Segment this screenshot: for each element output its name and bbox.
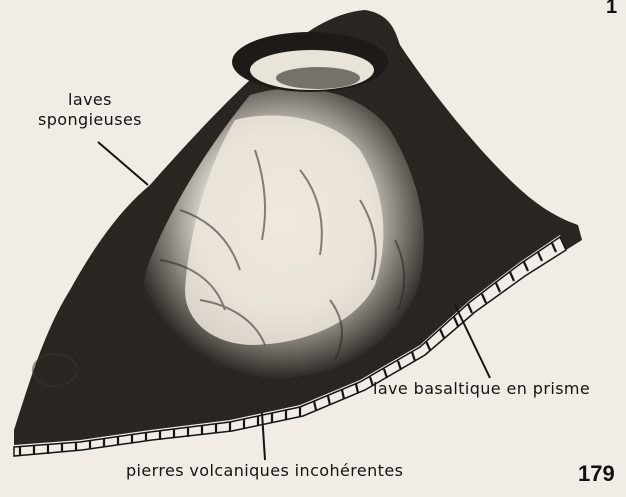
page-number: 179 [578, 461, 615, 487]
corner-mark: 1 [606, 0, 617, 19]
leader-basalt-lava [455, 305, 490, 378]
label-basalt-lava: lave basaltique en prisme [373, 379, 590, 399]
label-spongy-lava-line1: laves [38, 90, 142, 110]
label-loose-stones: pierres volcaniques incohérentes [126, 461, 403, 481]
label-spongy-lava: laves spongieuses [38, 90, 142, 130]
leader-spongy-lava [98, 142, 148, 185]
label-spongy-lava-line2: spongieuses [38, 110, 142, 130]
